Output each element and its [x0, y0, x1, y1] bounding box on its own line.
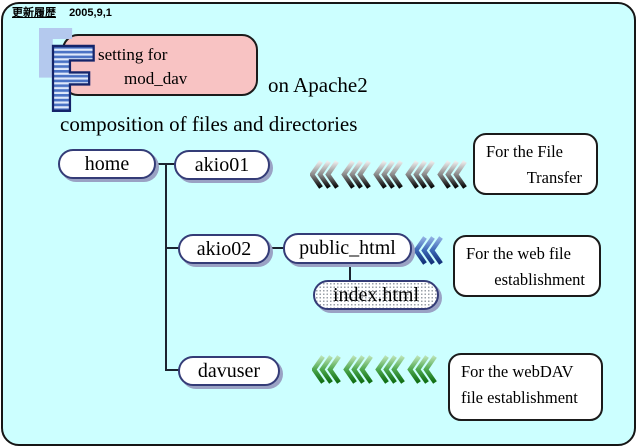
node-davuser: davuser: [178, 356, 280, 386]
note-web-file-line1: For the web file: [466, 244, 571, 263]
node-public-html: public_html: [283, 233, 412, 264]
note-file-transfer-line1: For the File: [486, 142, 563, 161]
connector-trunk: [165, 163, 167, 371]
title-box: setting for mod_dav: [62, 34, 258, 96]
chevrons-blue-icon: [413, 236, 448, 270]
revision-date: 2005,9,1: [69, 7, 112, 19]
connector-home-akio01: [152, 163, 176, 165]
connector-akio02-publichtml: [266, 247, 285, 249]
revision-label: 更新履歴: [12, 7, 56, 19]
diagram-subtitle: composition of files and directories: [60, 112, 358, 136]
title-line1: setting for: [98, 45, 168, 64]
chevrons-gray-icon: [309, 160, 472, 194]
title-line2: mod_dav: [124, 69, 188, 88]
note-webdav-line2: file establishment: [461, 388, 578, 407]
note-web-file: For the web file establishment: [453, 235, 601, 297]
note-webdav-line1: For the webDAV: [461, 362, 574, 381]
note-webdav: For the webDAV file establishment: [448, 353, 603, 421]
node-home: home: [58, 149, 156, 179]
revision-note: 更新履歴 2005,9,1: [12, 4, 112, 20]
chevrons-green-icon: [311, 355, 442, 389]
node-akio02: akio02: [178, 234, 270, 264]
note-file-transfer-line2: Transfer: [526, 168, 582, 187]
note-file-transfer: For the File Transfer: [473, 133, 598, 195]
connector-trunk-davuser: [165, 369, 180, 371]
node-akio01: akio01: [174, 150, 270, 180]
connector-publichtml-indexhtml: [349, 260, 351, 282]
title-suffix: on Apache2: [268, 73, 368, 97]
connector-trunk-akio02: [165, 247, 180, 249]
note-web-file-line2: establishment: [494, 270, 585, 289]
letter-f-icon: [39, 28, 95, 113]
node-index-html: index.html: [313, 280, 439, 310]
